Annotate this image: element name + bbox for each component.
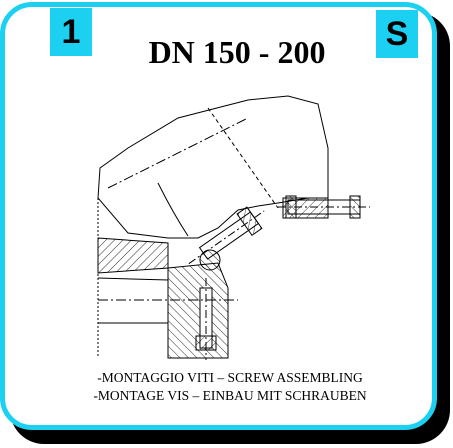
series-letter-badge: S	[376, 10, 418, 58]
elbow-centerline	[107, 117, 249, 189]
lower-bolt-head	[195, 335, 217, 351]
angled-washer	[199, 249, 221, 271]
elbow-inner-curve	[157, 182, 189, 237]
diagram-title: DN 150 - 200	[148, 34, 326, 70]
step-number-badge: 1	[50, 8, 92, 56]
technical-drawing	[97, 95, 370, 360]
caption-line-2: -MONTAGE VIS – EINBAU MIT SCHRAUBEN	[93, 388, 367, 403]
lower-pipe-body	[97, 237, 169, 274]
card-frame	[0, 2, 437, 430]
elbow-cut-line	[207, 107, 279, 209]
caption-line-1: -MONTAGGIO VITI – SCREW ASSEMBLING	[97, 370, 363, 385]
left-pipe-line-1	[97, 277, 169, 281]
angled-bolt-centerline	[188, 210, 265, 265]
